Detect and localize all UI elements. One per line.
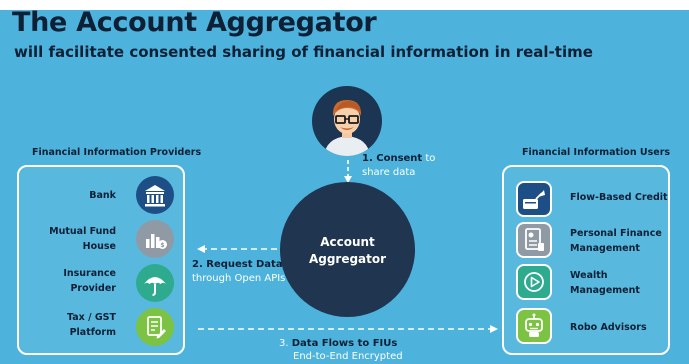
- fip-label-tax: Tax / GST Platform: [67, 312, 116, 338]
- fip-tax-gst: [136, 308, 174, 346]
- umbrella-icon: [144, 277, 166, 296]
- data-flows-label: 3. Data Flows to FIUs End-to-End Encrypt…: [279, 338, 403, 362]
- page-title: The Account Aggregator: [12, 7, 377, 38]
- fip-insurance: [136, 264, 174, 302]
- tax-document-icon: [147, 316, 166, 339]
- fiu-label-robo: Robo Advisors: [570, 322, 647, 333]
- account-aggregator-node: Account Aggregator: [280, 182, 415, 317]
- consent-arrow: [344, 160, 352, 183]
- fiu-heading: Financial Information Users: [522, 147, 671, 158]
- top-strip: [0, 0, 689, 10]
- robot-icon: [525, 313, 543, 337]
- mutual-fund-chart-icon: $: [146, 234, 167, 249]
- fip-mutual-fund: $: [136, 220, 174, 258]
- svg-text:$: $: [160, 242, 164, 249]
- request-data-label: 2. Request Data through Open APIs: [192, 259, 286, 284]
- page-subtitle: will facilitate consented sharing of fin…: [14, 43, 593, 61]
- fip-label-bank: Bank: [89, 190, 116, 201]
- fip-bank: [136, 176, 174, 214]
- fiu-robo: [516, 308, 552, 344]
- fiu-label-wealth: Wealth Management: [570, 270, 640, 296]
- fiu-label-pfm: Personal Finance Management: [570, 228, 662, 254]
- fiu-label-flow-credit: Flow-Based Credit: [570, 192, 668, 203]
- finance-document-icon: [525, 228, 544, 251]
- data-flow-arrow: [198, 325, 498, 333]
- consent-label: 1. Consent to share data: [362, 153, 436, 178]
- fiu-flow-credit: [516, 181, 552, 217]
- fip-heading: Financial Information Providers: [32, 147, 202, 158]
- fip-label-insurance: Insurance Provider: [63, 268, 116, 294]
- fiu-pfm: [516, 222, 552, 258]
- fiu-wealth: [516, 264, 552, 300]
- bank-icon: [145, 185, 165, 207]
- credit-rocket-icon: [523, 190, 545, 209]
- user-avatar: [312, 86, 382, 156]
- fip-label-mutual-fund: Mutual Fund House: [49, 226, 116, 252]
- request-arrow: [197, 245, 277, 253]
- person-icon: [324, 100, 370, 156]
- play-icon: [524, 272, 544, 292]
- aa-line-1: Account: [320, 235, 375, 249]
- aa-line-2: Aggregator: [308, 252, 387, 266]
